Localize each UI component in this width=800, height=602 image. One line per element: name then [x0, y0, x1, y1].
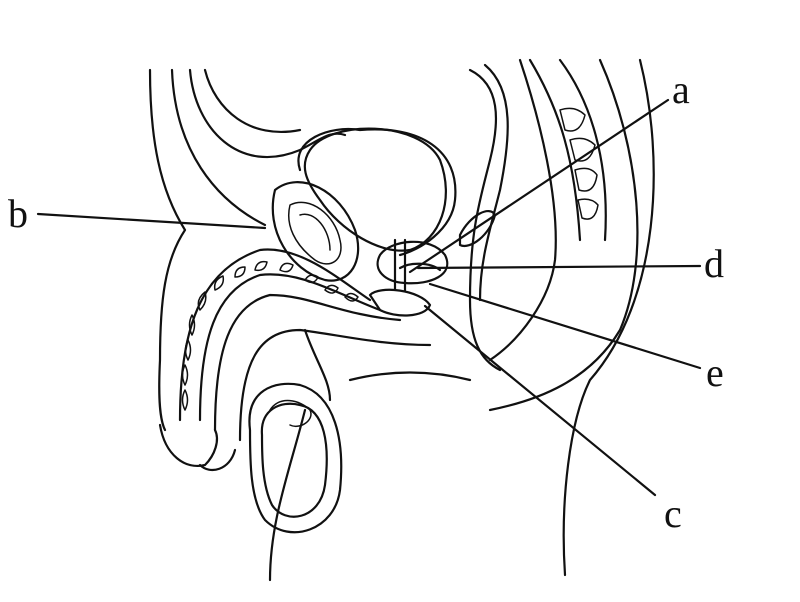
label-c: c [664, 491, 682, 536]
leader-lines [36, 98, 702, 497]
body-outline [148, 58, 655, 582]
leader-line-e [428, 282, 702, 370]
leader-line-d [416, 264, 702, 270]
label-a: a [672, 67, 690, 112]
pubic-bone [271, 181, 360, 282]
label-e: e [706, 350, 724, 395]
leader-line-a [408, 98, 670, 274]
leader-line-c [423, 304, 657, 497]
penis [158, 248, 432, 472]
spine [528, 58, 607, 242]
bladder [297, 127, 457, 292]
label-b: b [8, 191, 28, 236]
label-d: d [704, 241, 724, 286]
testis [248, 328, 343, 534]
leader-line-b [36, 212, 267, 230]
